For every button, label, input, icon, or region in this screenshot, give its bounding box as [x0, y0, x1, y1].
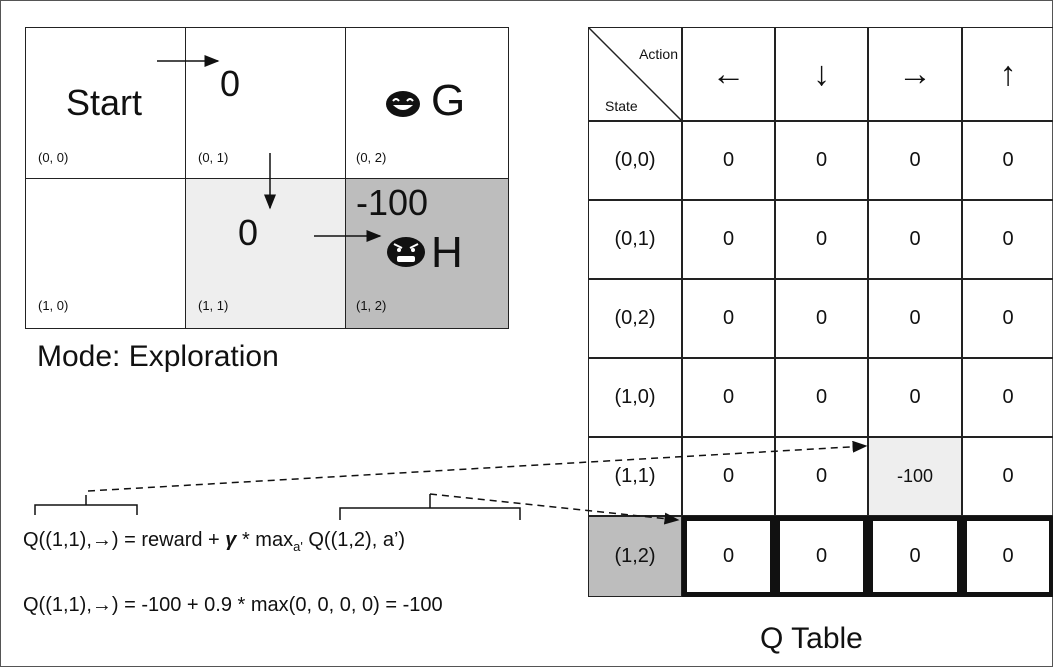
corner-diagonal: [589, 28, 683, 122]
q-value-4-3: 0: [962, 437, 1053, 516]
q-value-4-0: 0: [682, 437, 775, 516]
q-value-5-1: 0: [775, 516, 868, 597]
q-value-0-1: 0: [775, 121, 868, 200]
formula-lhs: Q((1,1),→) = reward +: [23, 529, 226, 551]
q-value-1-2: 0: [868, 200, 962, 279]
q-table-title: Q Table: [760, 622, 863, 655]
q-value-3-0: 0: [682, 358, 775, 437]
gamma-symbol: γ: [225, 529, 237, 551]
action-header-0: ←: [682, 27, 775, 121]
q-value-3-3: 0: [962, 358, 1053, 437]
q-value-2-3: 0: [962, 279, 1053, 358]
coord-1-1: (1, 1): [198, 298, 229, 313]
q-value-0-3: 0: [962, 121, 1053, 200]
brace-max-term: [339, 494, 521, 520]
goal-label: G: [431, 76, 466, 125]
start-label: Start: [66, 82, 143, 123]
q-value-2-2: 0: [868, 279, 962, 358]
coord-0-0: (0, 0): [38, 150, 69, 165]
q-value-0-0: 0: [682, 121, 775, 200]
q-value-1-0: 0: [682, 200, 775, 279]
q-value-4-2: -100: [868, 437, 962, 516]
state-label-2: (0,2): [588, 279, 682, 358]
q-value-1-3: 0: [962, 200, 1053, 279]
reward-1-2: -100: [356, 182, 429, 223]
grid-cell-1-2: [345, 178, 509, 329]
formula-max: * max: [236, 529, 294, 551]
formula-line-1: Q((1,1),→) = reward + γ * maxa' Q((1,2),…: [23, 529, 405, 554]
q-value-2-0: 0: [682, 279, 775, 358]
q-value-2-1: 0: [775, 279, 868, 358]
pointer-to-q11-right: [87, 440, 868, 492]
formula-next-q: Q((1,2), a’): [302, 529, 406, 551]
formula-line-2: Q((1,1),→) = -100 + 0.9 * max(0, 0, 0, 0…: [23, 594, 443, 616]
hole-label: H: [431, 228, 463, 277]
action-header-3: ↑: [962, 27, 1053, 121]
q-value-5-3: 0: [962, 516, 1053, 597]
coord-1-2: (1, 2): [356, 298, 387, 313]
action-header-1: ↓: [775, 27, 868, 121]
header-action-label: Action: [639, 46, 678, 62]
q-value-0-2: 0: [868, 121, 962, 200]
coord-0-2: (0, 2): [356, 150, 387, 165]
state-label-1: (0,1): [588, 200, 682, 279]
angry-face-icon: [387, 237, 425, 267]
q-value-3-2: 0: [868, 358, 962, 437]
coord-0-1: (0, 1): [198, 150, 229, 165]
q-value-5-2: 0: [868, 516, 962, 597]
reward-1-1: 0: [238, 212, 259, 253]
pointer-to-row-12: [429, 493, 680, 525]
reward-0-1: 0: [220, 63, 241, 104]
brace-q-term: [34, 495, 138, 515]
q-value-4-1: 0: [775, 437, 868, 516]
header-state-label: State: [605, 98, 638, 114]
state-label-3: (1,0): [588, 358, 682, 437]
q-value-1-1: 0: [775, 200, 868, 279]
state-label-5: (1,2): [588, 516, 682, 597]
happy-face-icon: [386, 91, 420, 117]
q-value-5-0: 0: [682, 516, 775, 597]
state-label-0: (0,0): [588, 121, 682, 200]
formula-max-subscript: a': [293, 539, 303, 554]
action-header-2: →: [868, 27, 962, 121]
q-value-3-1: 0: [775, 358, 868, 437]
mode-label: Mode: Exploration: [37, 340, 279, 373]
coord-1-0: (1, 0): [38, 298, 69, 313]
